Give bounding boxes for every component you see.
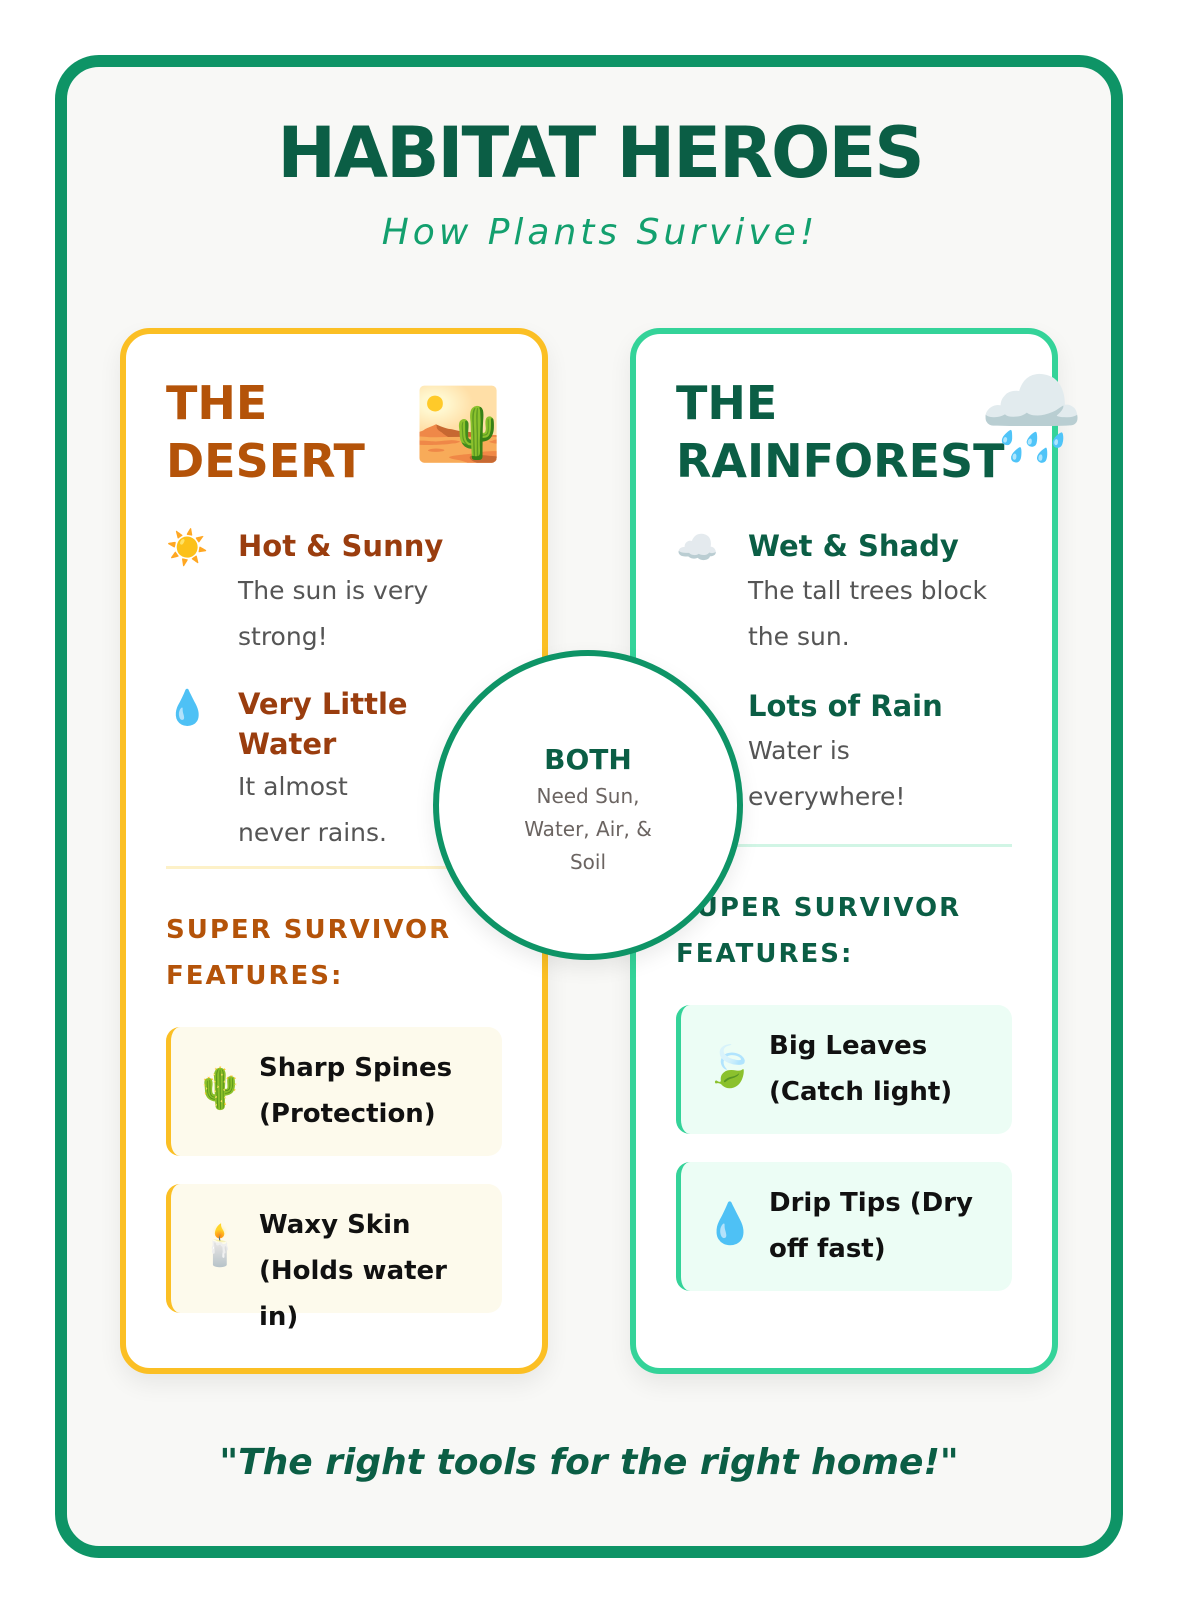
- leaves-icon: 🍃: [705, 1044, 755, 1090]
- desert-feature: 💧 Very Little Water It almost never rain…: [166, 684, 502, 856]
- adaptation-text: Big Leaves (Catch light): [769, 1031, 953, 1107]
- desert-heading-line1: THE: [166, 376, 268, 430]
- feature-title: Lots of Rain: [748, 689, 943, 723]
- desert-heading-line2: DESERT: [166, 434, 365, 488]
- adaptation-card: 💧 Drip Tips (Dry off fast): [676, 1162, 1012, 1291]
- rainforest-feature: ☁️ Wet & Shady The tall trees block the …: [676, 524, 1012, 674]
- rainforest-card: THE RAINFOREST 🌧️ ☁️ Wet & Shady The tal…: [630, 328, 1084, 1374]
- page-subtitle: How Plants Survive!: [381, 212, 819, 253]
- rainforest-heading-line1: THE: [676, 376, 778, 430]
- desert-heading: THE DESERT 🏜️: [166, 374, 502, 492]
- feature-title: Hot & Sunny: [238, 529, 444, 563]
- feature-title: Very Little Water: [238, 687, 408, 761]
- candle-icon: 🕯️: [195, 1223, 245, 1269]
- adaptation-text: Waxy Skin (Holds water in): [259, 1210, 448, 1332]
- adaptation-card: 🌵 Sharp Spines (Protection): [166, 1027, 502, 1156]
- desert-feature: ☀️ Hot & Sunny The sun is very strong!: [166, 524, 502, 674]
- feature-desc: It almost never rains.: [238, 772, 387, 847]
- divider: [676, 844, 1012, 847]
- page-title: HABITAT HEROES: [277, 112, 924, 194]
- adaptation-text: Drip Tips (Dry off fast): [769, 1188, 974, 1264]
- adaptation-card: 🕯️ Waxy Skin (Holds water in): [166, 1184, 502, 1332]
- adaptation-card: 🍃 Big Leaves (Catch light): [676, 1005, 1012, 1134]
- cloud-icon: ☁️: [676, 528, 719, 568]
- footer-quote: "The right tools for the right home!": [219, 1442, 959, 1483]
- rainforest-feature: Lots of Rain Water is everywhere!: [676, 684, 1012, 834]
- rainforest-heading-line2: RAINFOREST: [676, 434, 1005, 488]
- feature-desc: The tall trees block the sun.: [748, 576, 988, 651]
- both-text: Need Sun, Water, Air, & Soil: [524, 784, 652, 874]
- cactus-icon: 🌵: [195, 1066, 245, 1112]
- rainforest-heading: THE RAINFOREST 🌧️: [676, 374, 1084, 492]
- both-title: BOTH: [544, 743, 632, 776]
- water-drop-icon: 💧: [705, 1201, 755, 1247]
- sun-icon: ☀️: [166, 528, 209, 568]
- feature-title: Wet & Shady: [748, 529, 959, 563]
- section-label: SUPER SURVIVOR FEATURES:: [676, 893, 962, 969]
- feature-desc: The sun is very strong!: [238, 576, 429, 651]
- rain-cloud-icon: 🌧️: [979, 369, 1084, 467]
- water-drop-icon: 💧: [166, 688, 209, 728]
- section-label: SUPER SURVIVOR FEATURES:: [166, 915, 452, 991]
- both-circle: BOTH Need Sun, Water, Air, & Soil: [433, 650, 743, 960]
- desert-icon: 🏜️: [414, 383, 502, 465]
- feature-desc: Water is everywhere!: [748, 736, 906, 811]
- divider: [166, 866, 502, 869]
- adaptation-text: Sharp Spines (Protection): [259, 1053, 453, 1129]
